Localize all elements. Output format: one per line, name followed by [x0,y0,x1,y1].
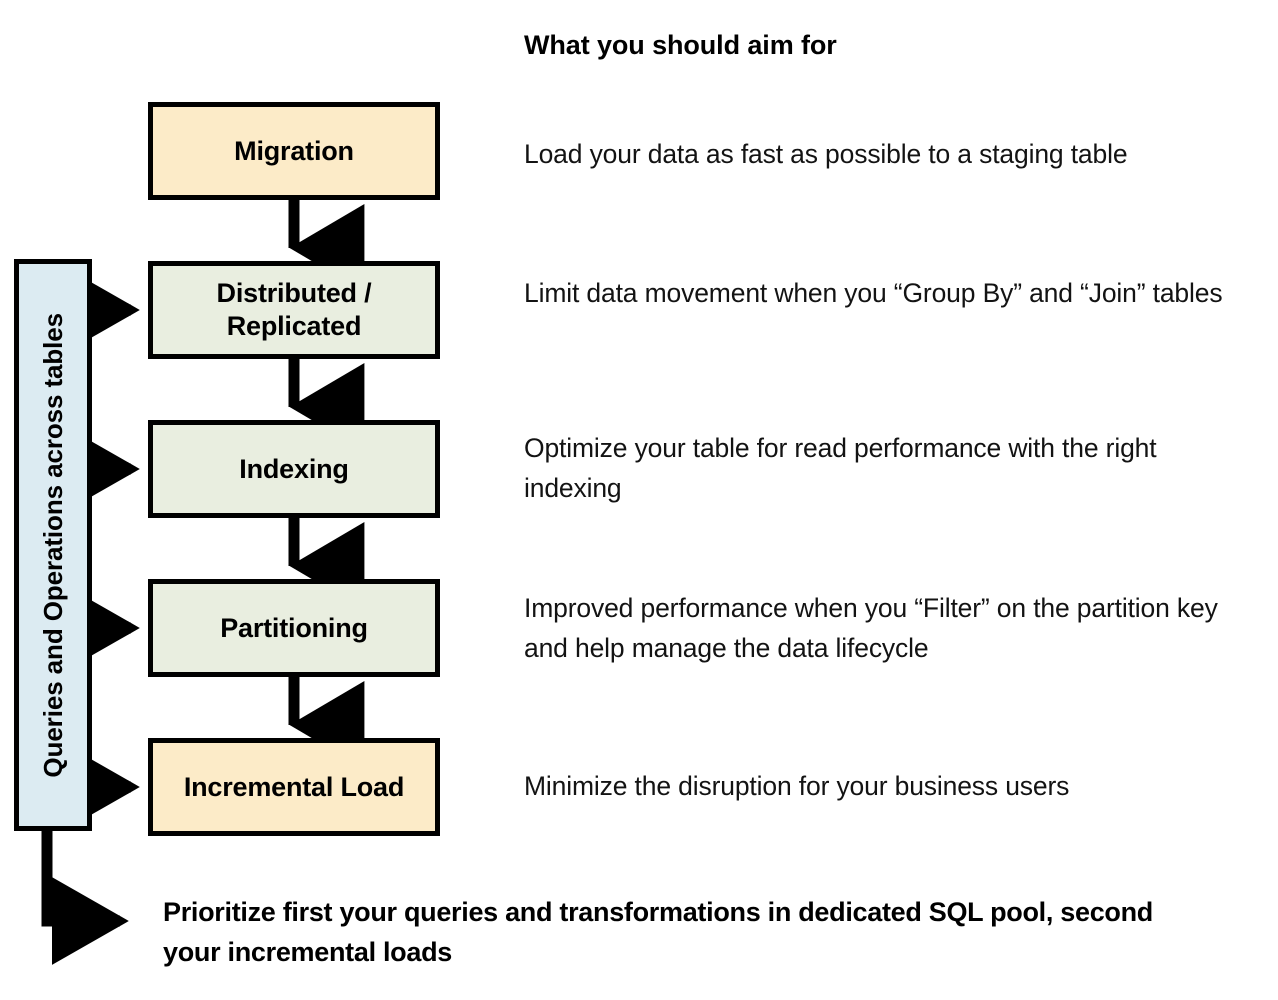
description-distributed-replicated: Limit data movement when you “Group By” … [524,278,1223,308]
process-box-label: Distributed / Replicated [216,278,372,341]
process-box-label: Incremental Load [183,771,405,802]
process-box-label: Migration [234,135,354,166]
side-band-queries-operations: Queries and Operations across tables [14,259,92,831]
description-migration: Load your data as fast as possible to a … [524,139,1128,169]
process-box-migration[interactable]: Migration [148,102,440,200]
description-indexing: Optimize your table for read performance… [524,433,1157,504]
conclusion-statement: Prioritize first your queries and transf… [163,897,1153,967]
process-box-partitioning[interactable]: Partitioning [148,579,440,677]
process-box-indexing[interactable]: Indexing [148,420,440,518]
process-box-label: Indexing [239,453,349,484]
process-box-incremental-load[interactable]: Incremental Load [148,738,440,836]
side-band-label: Queries and Operations across tables [37,312,68,778]
description-incremental-load: Minimize the disruption for your busines… [524,771,1070,801]
page-title: What you should aim for [524,30,837,60]
process-box-distributed-replicated[interactable]: Distributed / Replicated [148,261,440,359]
arrow-band-to-conclusion [41,831,129,965]
process-box-label: Partitioning [220,612,368,643]
description-partitioning: Improved performance when you “Filter” o… [524,593,1218,664]
